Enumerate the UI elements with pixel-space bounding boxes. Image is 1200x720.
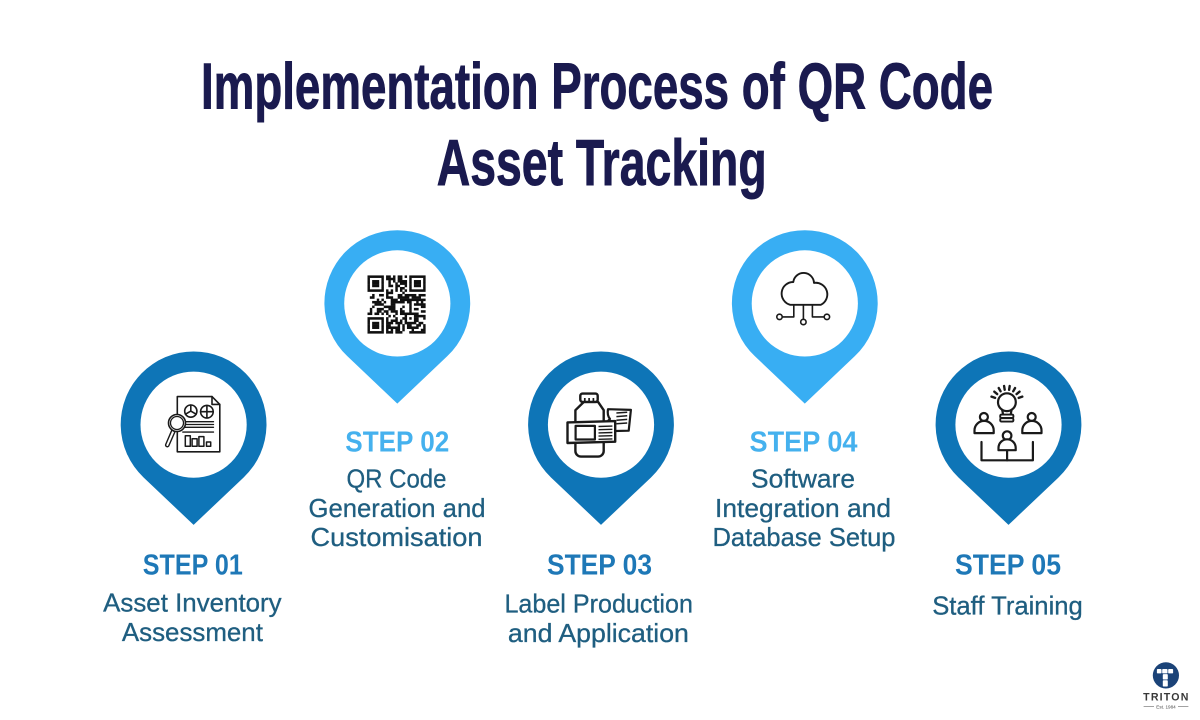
svg-text:TRITON: TRITON [1143,692,1189,704]
svg-text:Implementation Process of QR C: Implementation Process of QR Code [201,50,993,123]
svg-text:Asset Tracking: Asset Tracking [437,126,767,199]
svg-text:and Application: and Application [508,618,689,648]
svg-text:Assessment: Assessment [122,617,264,647]
svg-text:Database Setup: Database Setup [713,522,896,552]
svg-text:Software: Software [751,463,855,493]
svg-text:Customisation: Customisation [311,522,483,552]
svg-text:STEP 03: STEP 03 [547,550,652,582]
svg-text:Generation and: Generation and [309,493,486,523]
svg-text:STEP 05: STEP 05 [955,550,1061,582]
svg-text:Est. 1984: Est. 1984 [1156,704,1176,709]
svg-text:Asset Inventory: Asset Inventory [103,588,282,618]
svg-text:Label Production: Label Production [504,589,693,619]
svg-text:Integration and: Integration and [715,493,891,523]
svg-text:QR Code: QR Code [347,463,447,493]
svg-text:Staff Training: Staff Training [932,591,1083,621]
svg-text:STEP 02: STEP 02 [345,427,449,459]
svg-text:STEP 04: STEP 04 [750,427,858,459]
svg-text:STEP 01: STEP 01 [143,550,243,582]
